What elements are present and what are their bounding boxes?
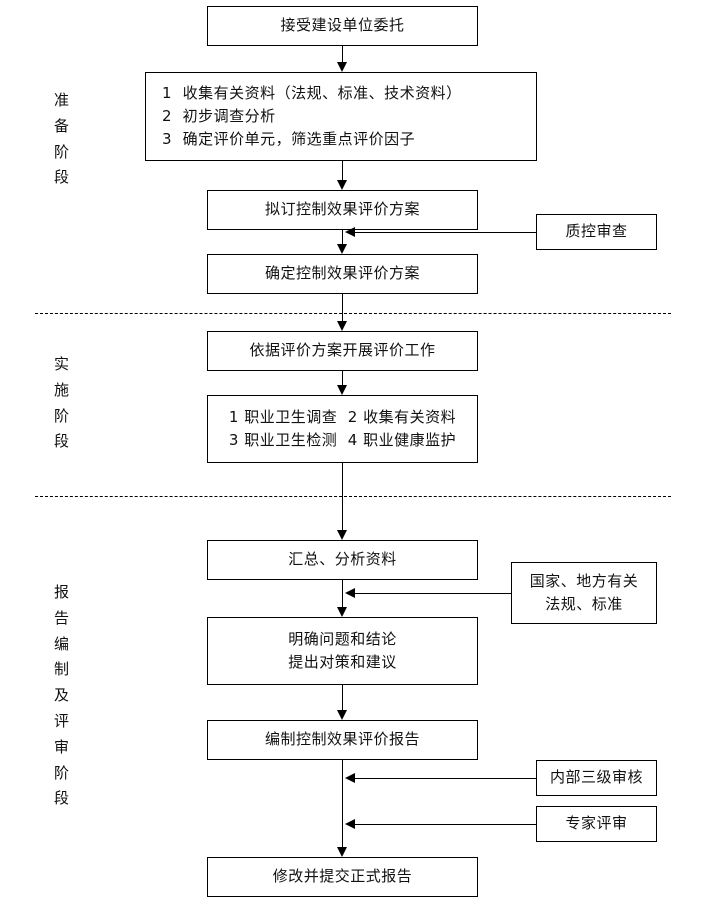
- node-text-line: 国家、地方有关: [529, 571, 639, 590]
- arrowhead-carryout-to-fieldwork: [337, 385, 347, 395]
- node-text-line: 明确问题和结论: [288, 629, 397, 648]
- node-text-line: 专家评审: [565, 814, 628, 833]
- node-text-line: 3 确定评价单元，筛选重点评价因子: [162, 130, 416, 149]
- connector-accept-to-collect: [342, 46, 343, 62]
- connector-internal-3level-to-main: [355, 778, 536, 779]
- arrowhead-fieldwork-to-summarize: [337, 530, 347, 540]
- node-text-line: 依据评价方案开展评价工作: [249, 341, 436, 360]
- node-text-line: 接受建设单位委托: [280, 16, 405, 35]
- node-text-line: 内部三级审核: [549, 768, 643, 787]
- node-clarify-conclusions[interactable]: 明确问题和结论提出对策和建议: [207, 617, 478, 685]
- stage-divider-2: [35, 496, 671, 497]
- connector-qc-review-to-main: [355, 232, 536, 233]
- node-carry-out-evaluation[interactable]: 依据评价方案开展评价工作: [207, 331, 478, 371]
- node-accept-commission[interactable]: 接受建设单位委托: [207, 6, 478, 46]
- node-laws-standards[interactable]: 国家、地方有关法规、标准: [511, 562, 657, 624]
- node-field-work[interactable]: 1 职业卫生调查 2 收集有关资料 3 职业卫生检测 4 职业健康监护: [207, 395, 478, 463]
- stage-label-reporting: 报 告 编 制 及 评 审 阶 段: [53, 583, 70, 808]
- arrowhead-accept-to-collect: [337, 62, 347, 72]
- node-expert-review[interactable]: 专家评审: [536, 806, 657, 842]
- connector-draft-to-confirm: [342, 230, 343, 244]
- node-compile-report[interactable]: 编制控制效果评价报告: [207, 720, 478, 760]
- node-internal-3level[interactable]: 内部三级审核: [536, 760, 657, 796]
- connector-laws-standards-to-main: [355, 593, 511, 594]
- node-text-line: 2 初步调查分析: [162, 106, 276, 125]
- stage-label-implementation: 实 施 阶 段: [53, 355, 70, 451]
- connector-clarify-to-compile: [342, 685, 343, 710]
- stage-divider-1: [35, 313, 671, 314]
- node-text-line: 拟订控制效果评价方案: [264, 200, 420, 219]
- node-draft-plan[interactable]: 拟订控制效果评价方案: [207, 190, 478, 230]
- connector-collect-to-draft: [342, 161, 343, 180]
- connector-summarize-to-clarify: [342, 580, 343, 607]
- node-text-line: 修改并提交正式报告: [272, 867, 413, 886]
- arrowhead-draft-to-confirm: [337, 244, 347, 254]
- node-collect-data[interactable]: 1 收集有关资料（法规、标准、技术资料） 2 初步调查分析 3 确定评价单元，筛选重…: [145, 72, 537, 161]
- connector-fieldwork-to-summarize: [342, 463, 343, 530]
- node-text-line: 编制控制效果评价报告: [264, 730, 420, 749]
- node-summarize-analyze[interactable]: 汇总、分析资料: [207, 540, 478, 580]
- node-text-line: 1 职业卫生调查 2 收集有关资料: [228, 407, 457, 426]
- connector-confirm-to-carryout: [342, 294, 343, 321]
- connector-carryout-to-fieldwork: [342, 371, 343, 385]
- node-text-line: 3 职业卫生检测 4 职业健康监护: [228, 431, 457, 449]
- node-text-line: 法规、标准: [545, 595, 623, 613]
- connector-compile-to-revise: [342, 760, 343, 847]
- arrowhead-confirm-to-carryout: [337, 321, 347, 331]
- node-confirm-plan[interactable]: 确定控制效果评价方案: [207, 254, 478, 294]
- connector-expert-review-to-main: [355, 824, 536, 825]
- node-text-line: 确定控制效果评价方案: [264, 264, 420, 283]
- arrowhead-clarify-to-compile: [337, 710, 347, 720]
- node-qc-review[interactable]: 质控审查: [536, 214, 657, 250]
- arrowhead-compile-to-revise: [337, 847, 347, 857]
- arrowhead-qc-review-to-main: [345, 227, 355, 237]
- arrowhead-laws-standards-to-main: [345, 588, 355, 598]
- arrowhead-collect-to-draft: [337, 180, 347, 190]
- stage-label-preparation: 准 备 阶 段: [53, 91, 70, 187]
- arrowhead-expert-review-to-main: [345, 819, 355, 829]
- node-text-line: 提出对策和建议: [288, 653, 397, 671]
- node-text-line: 1 收集有关资料（法规、标准、技术资料）: [162, 83, 462, 102]
- node-revise-submit[interactable]: 修改并提交正式报告: [207, 857, 478, 897]
- node-text-line: 汇总、分析资料: [288, 550, 397, 569]
- arrowhead-summarize-to-clarify: [337, 607, 347, 617]
- node-text-line: 质控审查: [565, 222, 628, 241]
- arrowhead-internal-3level-to-main: [345, 773, 355, 783]
